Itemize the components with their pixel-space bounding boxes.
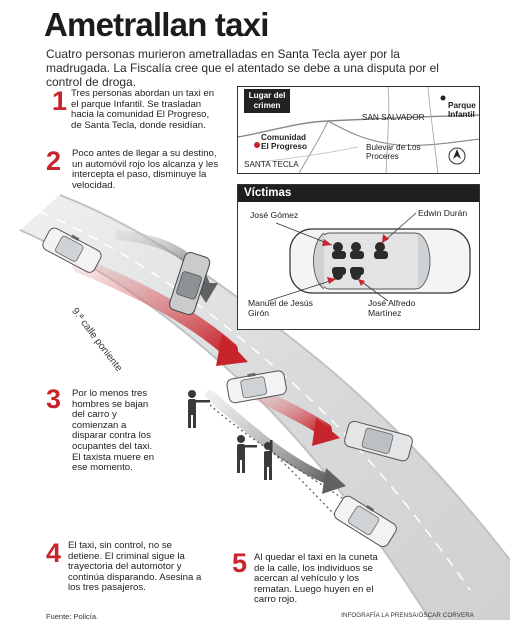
step-2-number: 2 — [46, 146, 62, 176]
victim-name-giron: Manuel de Jesús Girón — [248, 298, 313, 318]
victim-name-gomez: José Gómez — [250, 210, 299, 220]
taxi-middle-car — [226, 370, 287, 404]
step-3-number: 3 — [46, 384, 62, 414]
victim-figure-duran — [374, 242, 388, 259]
red-car — [169, 251, 211, 315]
victim-figure-gomez — [332, 242, 346, 259]
location-map: Lugar del crimen Comunidad El Progreso S… — [237, 86, 480, 174]
credit-note: INFOGRAFÍA LA PRENSA/ÓSCAR CORVERA — [341, 612, 474, 619]
taxi-crashed-car — [333, 495, 397, 548]
step-5-text: Al quedar el taxi en la cuneta de la cal… — [254, 552, 378, 606]
red-car-escape-arrowhead — [312, 418, 340, 446]
red-car-trajectory-arrow — [72, 257, 238, 358]
map-santa-tecla-label: SANTA TECLA — [244, 160, 299, 169]
map-bulevar-label: Bulevar de Los Proceres — [366, 143, 421, 161]
step-2-text: Poco antes de llegar a su destino, un au… — [72, 148, 219, 191]
shooter-figure-1 — [188, 390, 210, 428]
step-4: 4 El taxi, sin control, no se detiene. E… — [46, 538, 206, 602]
step-5: 5 Al quedar el taxi en la cuneta de la c… — [232, 548, 392, 606]
step-5-number: 5 — [232, 548, 248, 578]
victim-figure-giron — [332, 267, 346, 280]
step-3: 3 Por lo menos tres hombres se bajan del… — [46, 386, 166, 482]
shooter-figure-3 — [264, 440, 273, 480]
road — [20, 195, 510, 620]
taxi-continue-arrowhead — [322, 468, 346, 494]
shooter-figure-2 — [237, 435, 257, 473]
map-san-salvador-label: SAN SALVADOR — [362, 113, 425, 122]
victims-panel: Víctimas José Gómez Edwin Durán Manuel — [237, 184, 480, 330]
map-roads — [238, 87, 479, 173]
step-1: 1 Tres personas abordan un taxi en el pa… — [52, 88, 224, 134]
step-1-number: 1 — [52, 86, 68, 116]
red-car-arrowhead — [216, 334, 248, 366]
map-community-label: Comunidad El Progreso — [261, 133, 307, 151]
step-2: 2 Poco antes de llegar a su destino, un … — [46, 148, 226, 194]
step-1-text: Tres personas abordan un taxi en el parq… — [71, 88, 215, 131]
map-parque-label: Parque Infantil — [448, 101, 476, 119]
victim-name-martinez: José Alfredo Martínez — [368, 298, 416, 318]
crime-location-label: Lugar del crimen — [244, 89, 290, 113]
victims-heading: Víctimas — [238, 185, 479, 202]
step-3-text: Por lo menos tres hombres se bajan del c… — [72, 388, 155, 474]
page-subtitle: Cuatro personas murieron ametralladas en… — [46, 47, 439, 89]
step-4-number: 4 — [46, 538, 62, 568]
victim-figure-martinez — [350, 267, 364, 280]
taxi-start-car — [42, 227, 102, 273]
victim-figure-3 — [350, 242, 364, 259]
victim-name-duran: Edwin Durán — [418, 208, 468, 218]
victims-car-diagram — [267, 212, 471, 302]
page-title: Ametrallan taxi — [44, 6, 269, 43]
north-arrow-icon — [449, 148, 465, 164]
step-4-text: El taxi, sin control, no se detiene. El … — [68, 540, 202, 594]
shooting-path-dotted — [209, 404, 346, 501]
red-car-escape — [344, 420, 413, 462]
source-note: Fuente: Policía. — [46, 612, 99, 621]
